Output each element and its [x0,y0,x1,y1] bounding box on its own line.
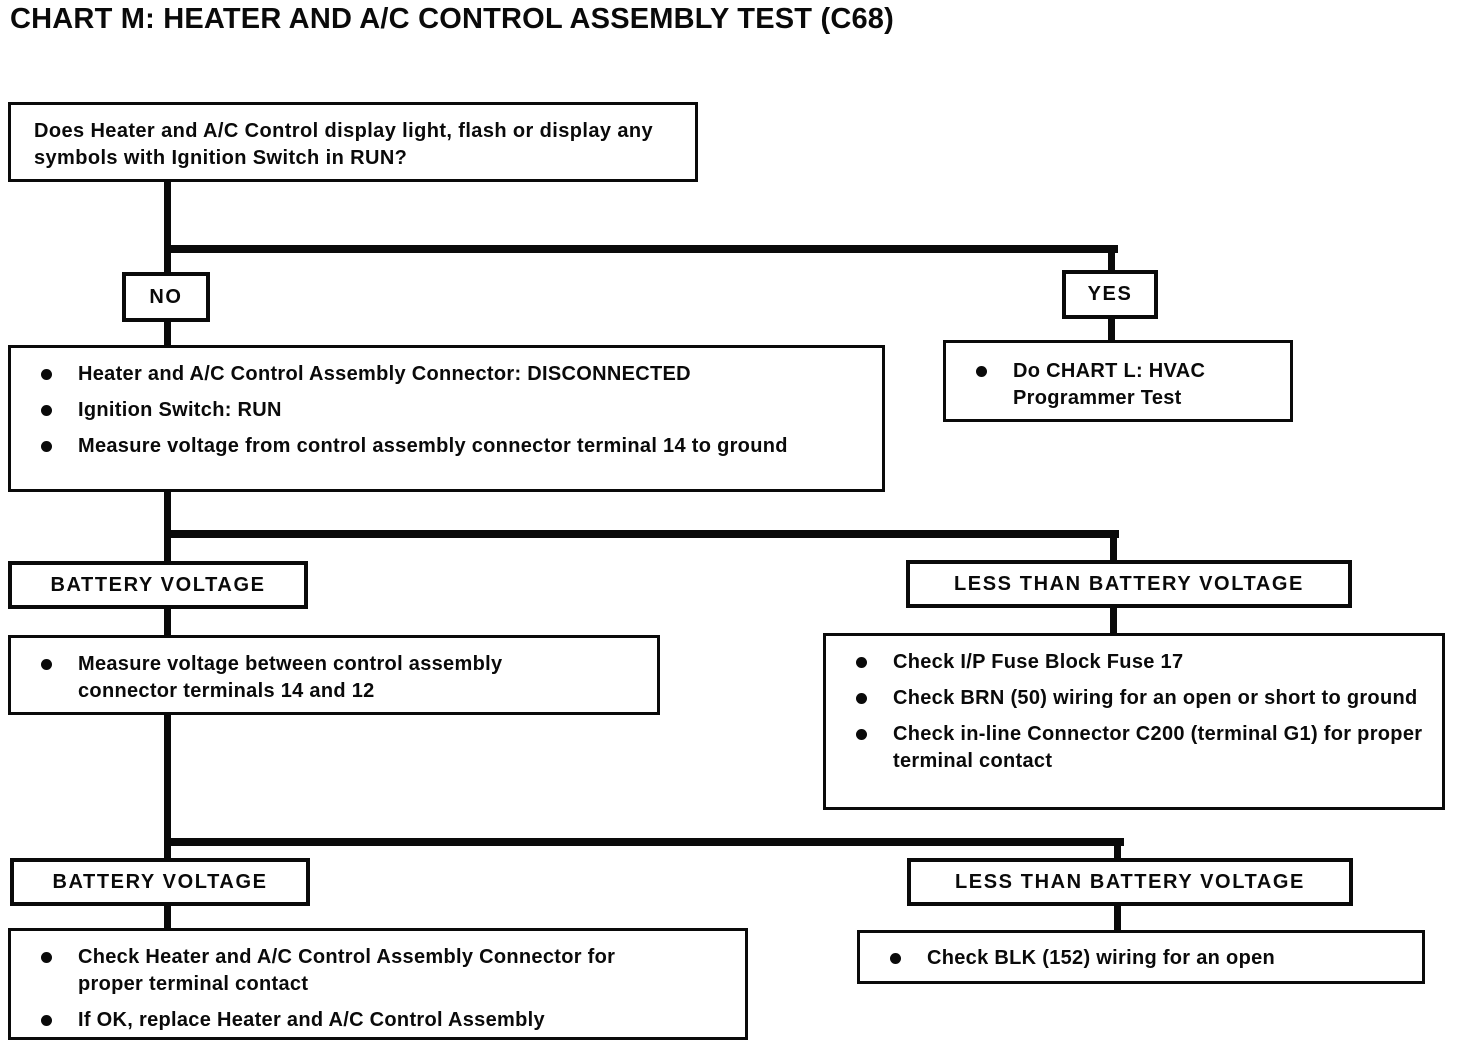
action-item-text: Measure voltage from control assembly co… [78,435,788,457]
less-than-battery-voltage-label-1: LESS THAN BATTERY VOLTAGE [906,560,1352,608]
final-right-action-list: Check BLK (152) wiring for an open [860,933,1422,981]
connector-question-to-no [164,180,171,274]
connector-battery1-to-measure [164,606,171,637]
list-item: Check Heater and A/C Control Assembly Co… [41,944,665,998]
list-item: Heater and A/C Control Assembly Connecto… [41,361,846,388]
battery-voltage-label-1: BATTERY VOLTAGE [8,561,308,609]
connector-branch-horizontal-2 [164,530,1119,538]
bullet-icon [41,441,52,452]
yes-action-list: Do CHART L: HVAC Programmer Test [946,343,1290,419]
connector-setup-to-battery1 [164,490,171,562]
no-setup-box: Heater and A/C Control Assembly Connecto… [8,345,885,492]
list-item: Measure voltage from control assembly co… [41,433,846,460]
connector-branch-horizontal-3 [164,838,1124,846]
measure-voltage-list: Measure voltage between control assembly… [11,638,657,712]
bullet-icon [41,659,52,670]
question-text: Does Heater and A/C Control display ligh… [34,120,654,169]
less-than-battery-voltage-label-2: LESS THAN BATTERY VOLTAGE [907,858,1353,906]
page-title: CHART M: HEATER AND A/C CONTROL ASSEMBLY… [10,3,894,35]
list-item: Check BRN (50) wiring for an open or sho… [856,685,1430,712]
connector-horizontal1-to-yes [1108,250,1115,273]
connector-horizontal3-to-lessthan2 [1114,843,1121,860]
connector-no-to-setup [164,320,171,347]
bullet-icon [41,1015,52,1026]
action-item-text: Check in-line Connector C200 (terminal G… [893,723,1423,772]
list-item: Ignition Switch: RUN [41,397,846,424]
bullet-icon [890,953,901,964]
action-item-text: Heater and A/C Control Assembly Connecto… [78,363,691,385]
measure-voltage-box: Measure voltage between control assembly… [8,635,660,715]
fuse-checks-list: Check I/P Fuse Block Fuse 17 Check BRN (… [826,636,1442,807]
final-left-actions-list: Check Heater and A/C Control Assembly Co… [11,931,745,1037]
yes-branch-label: YES [1062,270,1158,319]
action-item-text: If OK, replace Heater and A/C Control As… [78,1009,545,1031]
no-setup-list: Heater and A/C Control Assembly Connecto… [11,348,882,489]
no-branch-label: NO [122,272,210,322]
connector-lessthan1-to-checks [1110,605,1117,635]
action-item-text: Do CHART L: HVAC Programmer Test [1013,360,1206,409]
list-item: Check in-line Connector C200 (terminal G… [856,721,1430,775]
connector-yes-to-action [1108,316,1115,342]
connector-battery2-to-final-left [164,904,171,930]
bullet-icon [41,405,52,416]
final-left-actions-box: Check Heater and A/C Control Assembly Co… [8,928,748,1040]
connector-branch-horizontal-1 [164,245,1118,253]
list-item: Check I/P Fuse Block Fuse 17 [856,649,1430,676]
list-item: Measure voltage between control assembly… [41,651,597,705]
list-item: Do CHART L: HVAC Programmer Test [976,358,1220,412]
action-item-text: Check I/P Fuse Block Fuse 17 [893,651,1184,673]
action-item-text: Ignition Switch: RUN [78,399,282,421]
final-right-action-box: Check BLK (152) wiring for an open [857,930,1425,984]
list-item: Check BLK (152) wiring for an open [890,945,1407,972]
action-item-text: Measure voltage between control assembly… [78,653,503,702]
action-item-text: Check Heater and A/C Control Assembly Co… [78,946,616,995]
connector-horizontal2-to-lessthan1 [1110,535,1117,561]
bullet-icon [41,369,52,380]
action-item-text: Check BLK (152) wiring for an open [927,947,1276,969]
battery-voltage-label-2: BATTERY VOLTAGE [10,858,310,906]
fuse-checks-box: Check I/P Fuse Block Fuse 17 Check BRN (… [823,633,1445,810]
bullet-icon [856,693,867,704]
yes-action-box: Do CHART L: HVAC Programmer Test [943,340,1293,422]
connector-measure-to-battery2 [164,713,171,860]
bullet-icon [856,729,867,740]
action-item-text: Check BRN (50) wiring for an open or sho… [893,687,1418,709]
list-item: If OK, replace Heater and A/C Control As… [41,1007,665,1034]
bullet-icon [41,952,52,963]
question-box: Does Heater and A/C Control display ligh… [8,102,698,182]
bullet-icon [856,657,867,668]
bullet-icon [976,366,987,377]
connector-lessthan2-to-final-right [1114,904,1121,932]
